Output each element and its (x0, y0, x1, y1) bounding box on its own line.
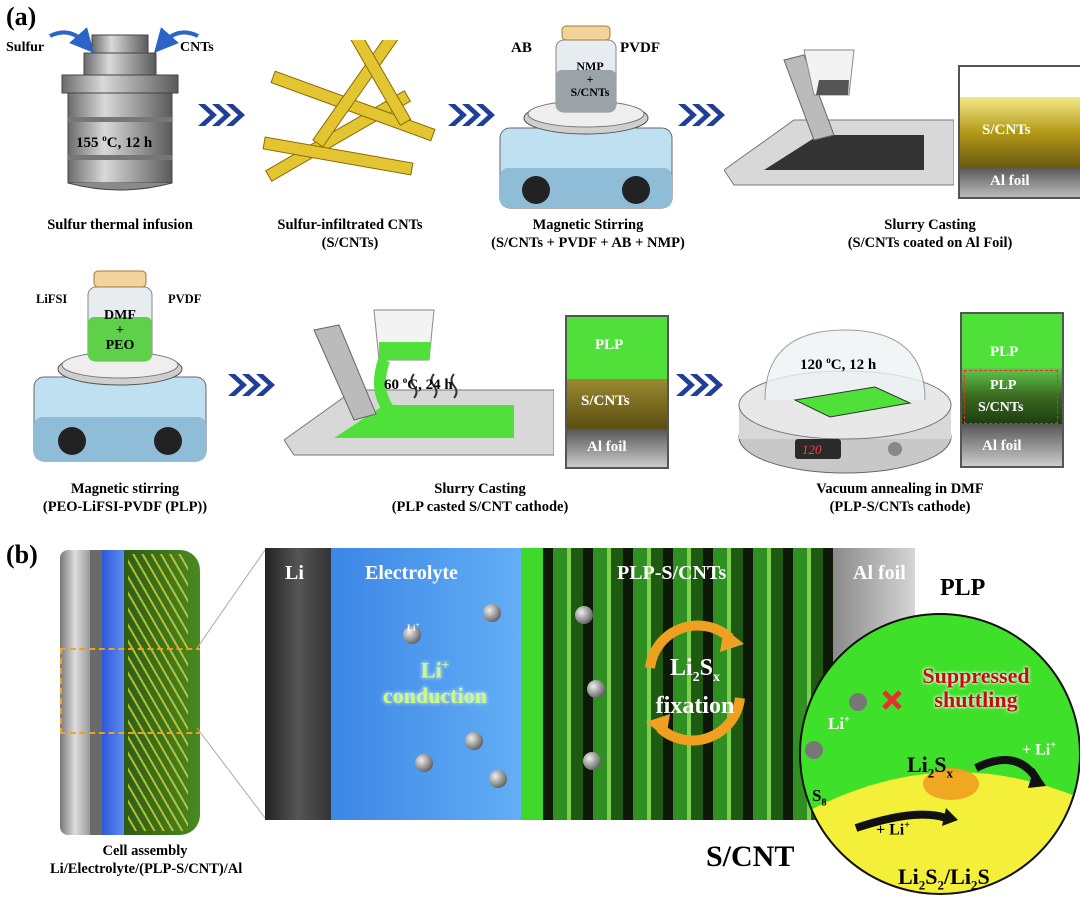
step1-condition: 155 oC, 12 h (76, 133, 153, 151)
layer-plp-top: PLP (990, 344, 1019, 360)
region-li: Li (285, 562, 304, 584)
magnetic-stirrer-illustration (499, 25, 673, 209)
vacuum-oven-illustration (738, 329, 952, 474)
circular-arrows (645, 620, 745, 746)
process-arrow-2 (448, 104, 495, 126)
layer-al-foil-2: Al foil (587, 439, 627, 455)
step5-caption: Magnetic stirring(PEO-LiFSI-PVDF (PLP)) (42, 481, 208, 515)
li-ion (583, 752, 601, 770)
zoom-li-ion-label: Li+ (828, 714, 850, 733)
li-ion (483, 604, 501, 622)
li-ion (415, 754, 433, 772)
plp-stirrer-illustration (33, 270, 207, 462)
li-ion (465, 732, 483, 750)
step4-caption: Slurry Casting(S/CNTs coated on Al Foil) (847, 217, 1013, 251)
step1-caption: Sulfur thermal infusion (47, 217, 193, 233)
ab-label: AB (511, 40, 532, 56)
zoom-s8-label: S8 (812, 786, 827, 809)
autoclave-illustration (61, 34, 179, 191)
panel-a-label: (a) (6, 2, 37, 31)
pvdf-label-2: PVDF (168, 292, 202, 306)
cell-assembly-illustration (60, 550, 200, 835)
oven-display: 120 (802, 442, 822, 457)
li2sx-fixation-label: Li2Sx fixation (655, 655, 735, 719)
step7-caption: Vacuum annealing in DMF(PLP-S/CNTs catho… (816, 481, 984, 515)
cell-zoom-view: Li Electrolyte PLP-S/CNTs Al foil Li+ Li… (265, 548, 915, 820)
step5-jar-label: DMF+PEO (104, 308, 136, 353)
region-al-foil: Al foil (853, 562, 906, 584)
input-arrows-step1 (49, 27, 199, 53)
li-ion (489, 770, 507, 788)
region-cathode: PLP-S/CNTs (617, 562, 727, 584)
layer-scnts-2: S/CNTs (581, 393, 630, 409)
layer-al-foil: Al foil (990, 173, 1030, 189)
step7-condition: 120 oC, 12 h (800, 355, 877, 373)
step6-condition: 60 oC, 24 h (384, 375, 453, 393)
process-arrow-4 (228, 374, 275, 396)
li-ion (403, 626, 421, 644)
zoom-plp-label: PLP (940, 575, 986, 601)
process-arrow-3 (678, 104, 725, 126)
layer-plp: PLP (595, 337, 624, 353)
zoom-circle-illustration (799, 613, 1080, 895)
sulfur-label: Sulfur (6, 40, 45, 55)
li-ion-label: Li+ (407, 620, 420, 633)
zoom-li2s2-li2s-label: Li2S2/Li2S (898, 864, 990, 893)
zoom-lines (196, 549, 266, 819)
zoom-plus-li-label: + Li+ (1022, 740, 1056, 759)
al-foil-cross-section: S/CNTs Al foil (958, 65, 1080, 199)
layer-al-foil-3: Al foil (982, 438, 1022, 454)
pvdf-label: PVDF (620, 40, 660, 56)
process-arrow-5 (676, 374, 723, 396)
annealed-cross-section: PLP PLP S/CNTs Al foil (960, 312, 1064, 468)
li-ion (575, 606, 593, 624)
process-arrow-1 (198, 104, 245, 126)
layer-scnts: S/CNTs (982, 122, 1031, 138)
zoom-plus-li-label-2: + Li+ (876, 820, 910, 839)
region-electrolyte: Electrolyte (365, 562, 458, 584)
li-ion (587, 680, 605, 698)
zoom-li2sx-label: Li2Sx (907, 752, 954, 781)
step3-caption: Magnetic Stirring(S/CNTs + PVDF + AB + N… (491, 217, 685, 251)
layer-scnts-3: S/CNTs (978, 400, 1024, 415)
slurry-casting-illustration (724, 49, 954, 186)
plp-casting-illustration (284, 309, 554, 456)
zoom-scnt-label: S/CNT (706, 840, 795, 873)
step6-caption: Slurry Casting(PLP casted S/CNT cathode) (391, 481, 569, 515)
panel-b-label: (b) (6, 540, 38, 569)
lifsi-label: LiFSI (36, 292, 68, 306)
step3-jar-label: NMP+S/CNTs (570, 59, 610, 99)
step2-caption: Sulfur-infiltrated CNTs(S/CNTs) (277, 217, 423, 251)
cnts-label: CNTs (180, 40, 214, 55)
step-sulfur-thermal-infusion: 155 oC, 12 h (20, 25, 220, 215)
li-conduction-label: Li+ conduction (383, 657, 487, 709)
sulfur-cnt-illustration (262, 40, 436, 182)
plp-cross-section: PLP S/CNTs Al foil (565, 315, 669, 469)
layer-plp-mid: PLP (990, 378, 1017, 393)
